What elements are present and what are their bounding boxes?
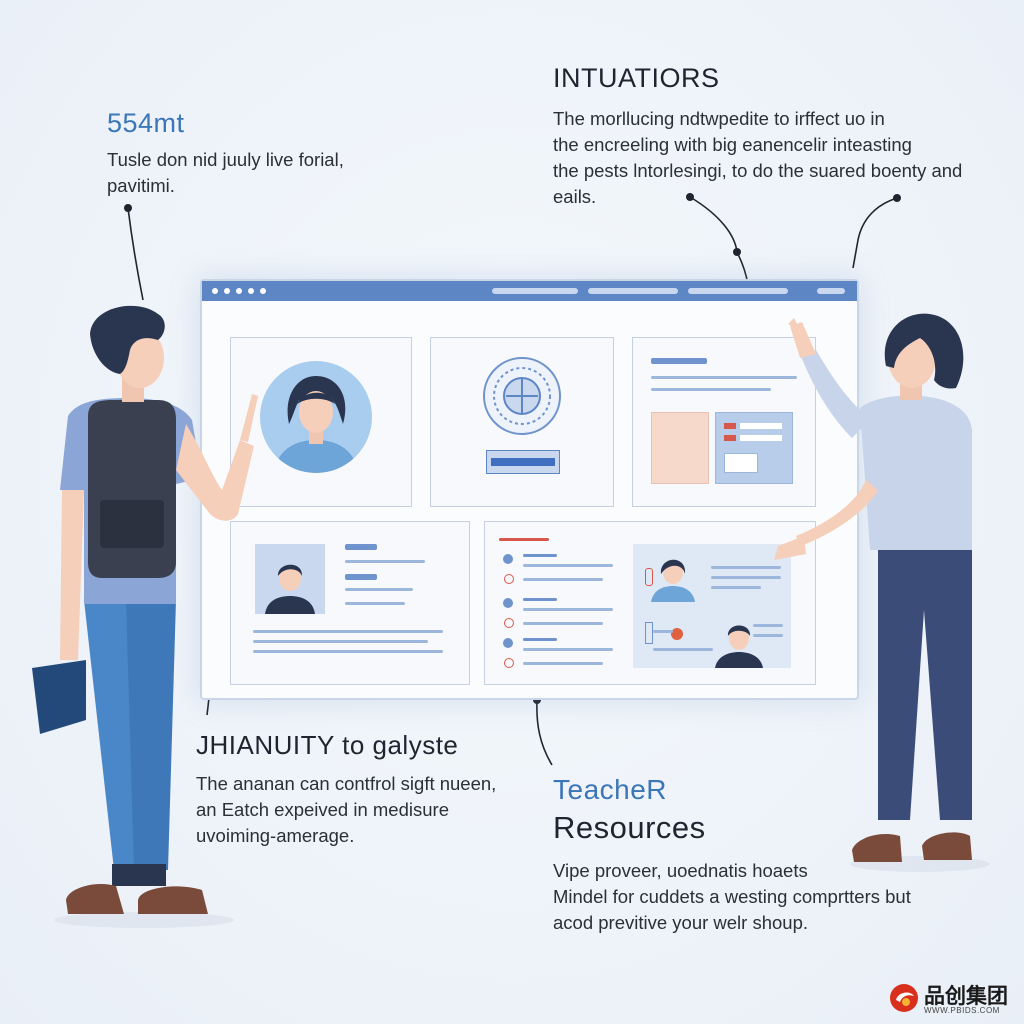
tab-pill bbox=[688, 288, 788, 294]
top-right-text: The morllucing ndtwpedite to irffect uo … bbox=[553, 106, 993, 210]
tab-pill bbox=[588, 288, 678, 294]
bullet-icon bbox=[504, 574, 514, 584]
connector-top-right-2 bbox=[852, 197, 898, 269]
top-right-line-3: the pests lntorlesingi, to do the suared… bbox=[553, 160, 963, 181]
top-left-block: 554mt Tusle don nid juuly live forial, p… bbox=[107, 108, 367, 199]
connector-dot bbox=[733, 248, 741, 256]
student-figure bbox=[32, 305, 258, 928]
connector-dot bbox=[686, 193, 694, 201]
bottom-left-line-3: uvoiming-amerage. bbox=[196, 825, 355, 846]
top-right-line-4: eails. bbox=[553, 186, 597, 207]
teacher-avatar-icon bbox=[651, 559, 695, 602]
emblem-card[interactable] bbox=[430, 337, 614, 507]
watermark-url: WWW.PBIDS.COM bbox=[924, 1006, 1000, 1015]
brand-logo-icon bbox=[890, 984, 918, 1012]
connector-dot bbox=[124, 204, 132, 212]
top-right-line-2: the encreeling with big eanencelir intea… bbox=[553, 134, 912, 155]
bottom-left-line-1: The ananan can contfrol sigft nueen, bbox=[196, 773, 497, 794]
bottom-left-block: JHIANUITY to galyste The ananan can cont… bbox=[196, 730, 516, 849]
tab-pill bbox=[817, 288, 845, 294]
resources-card[interactable] bbox=[484, 521, 816, 685]
window-dot bbox=[212, 288, 218, 294]
student-card[interactable] bbox=[230, 521, 470, 685]
browser-window bbox=[200, 279, 859, 700]
top-left-text: Tusle don nid juuly live forial, pavitim… bbox=[107, 147, 367, 199]
resource-panel bbox=[633, 544, 791, 668]
student-avatar-icon bbox=[715, 625, 763, 668]
bullet-icon bbox=[503, 638, 513, 648]
bottom-right-title-1: TeacheR bbox=[553, 774, 668, 805]
top-left-line-1: Tusle don nid juuly live forial, bbox=[107, 149, 344, 170]
tab-pill bbox=[492, 288, 578, 294]
status-dot bbox=[645, 622, 653, 644]
bullet-icon bbox=[504, 658, 514, 668]
bottom-right-line-3: acod previtive your welr shoup. bbox=[553, 912, 809, 933]
emblem-button[interactable] bbox=[486, 450, 560, 474]
bottom-right-text: Vipe proveer, uoednatis hoaets Mindel fo… bbox=[553, 858, 953, 936]
top-right-title: INTUATIORS bbox=[553, 63, 720, 93]
bullet-icon bbox=[503, 554, 513, 564]
form-card[interactable] bbox=[632, 337, 816, 507]
window-dot bbox=[260, 288, 266, 294]
profile-card[interactable] bbox=[230, 337, 412, 507]
window-dot bbox=[236, 288, 242, 294]
connector-top-left bbox=[127, 207, 144, 301]
status-dot bbox=[645, 568, 653, 586]
top-right-line-1: The morllucing ndtwpedite to irffect uo … bbox=[553, 108, 885, 129]
watermark: 品创集团 WWW.PBIDS.COM bbox=[888, 980, 1018, 1020]
bullet-icon bbox=[504, 618, 514, 628]
window-dot bbox=[224, 288, 230, 294]
bullet-icon bbox=[503, 598, 513, 608]
connector-dot bbox=[893, 194, 901, 202]
bottom-right-line-1: Vipe proveer, uoednatis hoaets bbox=[553, 860, 808, 881]
bottom-right-block: TeacheR Resources Vipe proveer, uoednati… bbox=[553, 774, 953, 936]
bottom-left-title: JHIANUITY to galyste bbox=[196, 730, 459, 760]
top-left-title: 554mt bbox=[107, 108, 185, 138]
bottom-right-line-2: Mindel for cuddets a westing comprtters … bbox=[553, 886, 911, 907]
emblem-icon bbox=[483, 357, 561, 435]
image-placeholder bbox=[651, 412, 709, 484]
form-panel bbox=[715, 412, 793, 484]
connector-bottom bbox=[536, 699, 553, 766]
window-dot bbox=[248, 288, 254, 294]
bottom-right-title-2: Resources bbox=[553, 810, 706, 845]
bottom-left-text: The ananan can contfrol sigft nueen, an … bbox=[196, 771, 516, 849]
status-dot bbox=[671, 628, 683, 640]
teacher-figure bbox=[774, 313, 990, 872]
student-avatar-icon bbox=[255, 544, 325, 614]
avatar-icon bbox=[260, 361, 372, 473]
watermark-brand: 品创集团 bbox=[924, 984, 1008, 1008]
top-right-block: INTUATIORS The morllucing ndtwpedite to … bbox=[553, 63, 993, 210]
browser-title-bar bbox=[202, 281, 857, 301]
connector-top-right-1 bbox=[689, 196, 749, 286]
top-left-line-2: pavitimi. bbox=[107, 175, 175, 196]
bottom-left-line-2: an Eatch expeived in medisure bbox=[196, 799, 449, 820]
